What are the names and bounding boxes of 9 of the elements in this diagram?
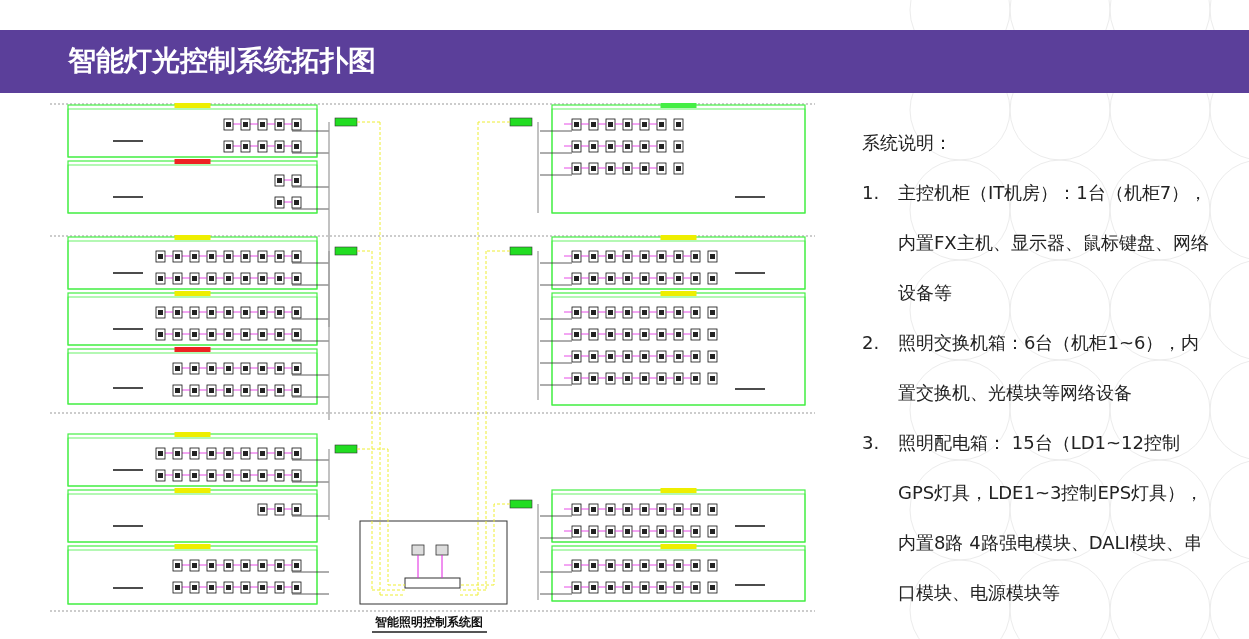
section-heading: 系统说明： [862,131,953,155]
list-item-text: 照明配电箱： 15台（LD1~12控制GPS灯具，LDE1~3控制EPS灯具），内置8路 4路强电模块、DALI模块、串口模块、电源模块等 [898,431,1205,605]
list-item-text: 照明交换机箱：6台（机柜1~6），内置交换机、光模块等网络设备 [898,331,1201,405]
list-item-text: 主控机柜（IT机房）：1台（机柜7），内置FX主机、显示器、鼠标键盘、网络设备等 [898,181,1210,305]
list-number: 3. [862,431,881,455]
page-title: 智能灯光控制系统拓扑图 [68,44,376,78]
list-number: 2. [862,331,881,355]
drawing-caption: 智能照明控制系统图 [375,614,483,631]
list-number: 1. [862,181,881,205]
